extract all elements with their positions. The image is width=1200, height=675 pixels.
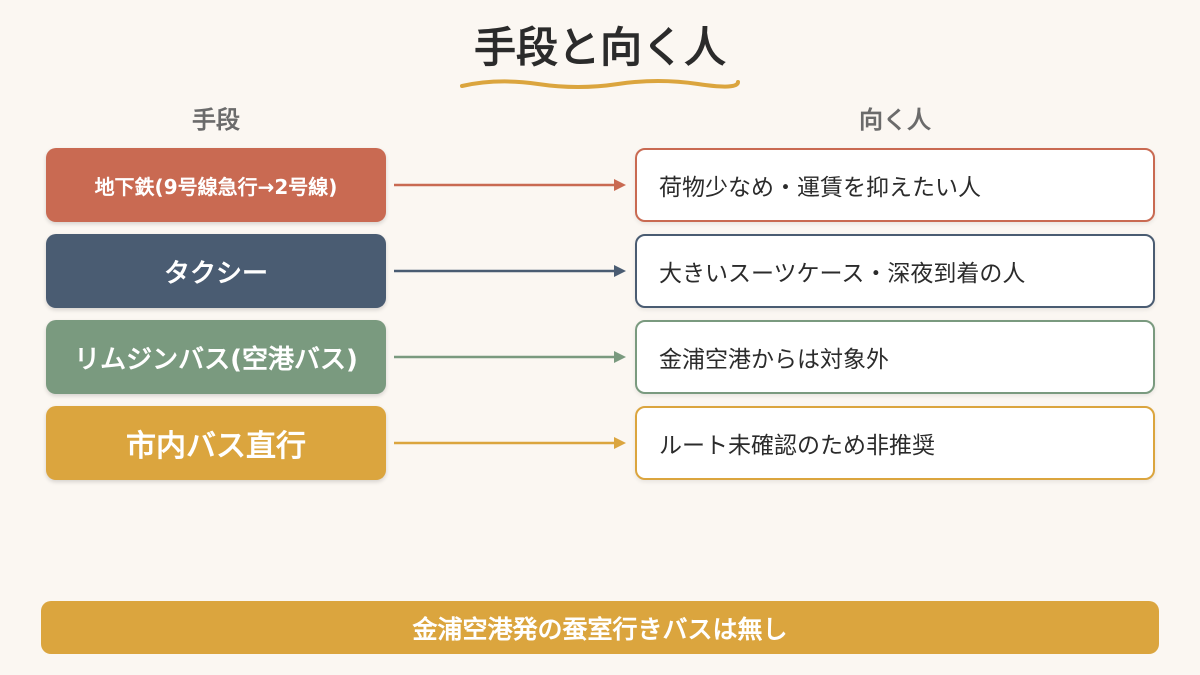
suitable-label: 金浦空港からは対象外 [659,347,889,373]
title-underline [460,79,740,89]
suitable-label: 大きいスーツケース・深夜到着の人 [659,261,1026,287]
row-limousine-bus: リムジンバス(空港バス) 金浦空港からは対象外 [0,320,1200,394]
suitable-label: 荷物少なめ・運賃を抑えたい人 [659,175,981,201]
method-label: タクシー [163,258,268,289]
method-box: タクシー [46,234,386,308]
method-label: 地下鉄(9号線急行→2号線) [94,174,338,199]
page-title: 手段と向く人 [473,23,726,72]
note-banner: 金浦空港発の蚕室行きバスは無し [41,601,1159,654]
suitable-box: ルート未確認のため非推奨 [635,406,1155,480]
suitable-box: 大きいスーツケース・深夜到着の人 [635,234,1155,308]
row-city-bus: 市内バス直行 ルート未確認のため非推奨 [0,406,1200,480]
arrow-icon [394,437,626,449]
arrow-icon [394,351,626,363]
method-box: 市内バス直行 [46,406,386,480]
row-subway: 地下鉄(9号線急行→2号線) 荷物少なめ・運賃を抑えたい人 [0,148,1200,222]
method-box: リムジンバス(空港バス) [46,320,386,394]
suitable-label: ルート未確認のため非推奨 [659,433,935,459]
banner-text: 金浦空港発の蚕室行きバスは無し [412,614,788,644]
arrow-icon [394,179,626,191]
method-column-header: 手段 [192,106,240,134]
method-box: 地下鉄(9号線急行→2号線) [46,148,386,222]
method-label: リムジンバス(空港バス) [74,344,358,375]
arrow-icon [394,265,626,277]
suitable-column-header: 向く人 [859,106,931,134]
suitable-box: 金浦空港からは対象外 [635,320,1155,394]
suitable-box: 荷物少なめ・運賃を抑えたい人 [635,148,1155,222]
row-taxi: タクシー 大きいスーツケース・深夜到着の人 [0,234,1200,308]
method-label: 市内バス直行 [126,429,306,464]
